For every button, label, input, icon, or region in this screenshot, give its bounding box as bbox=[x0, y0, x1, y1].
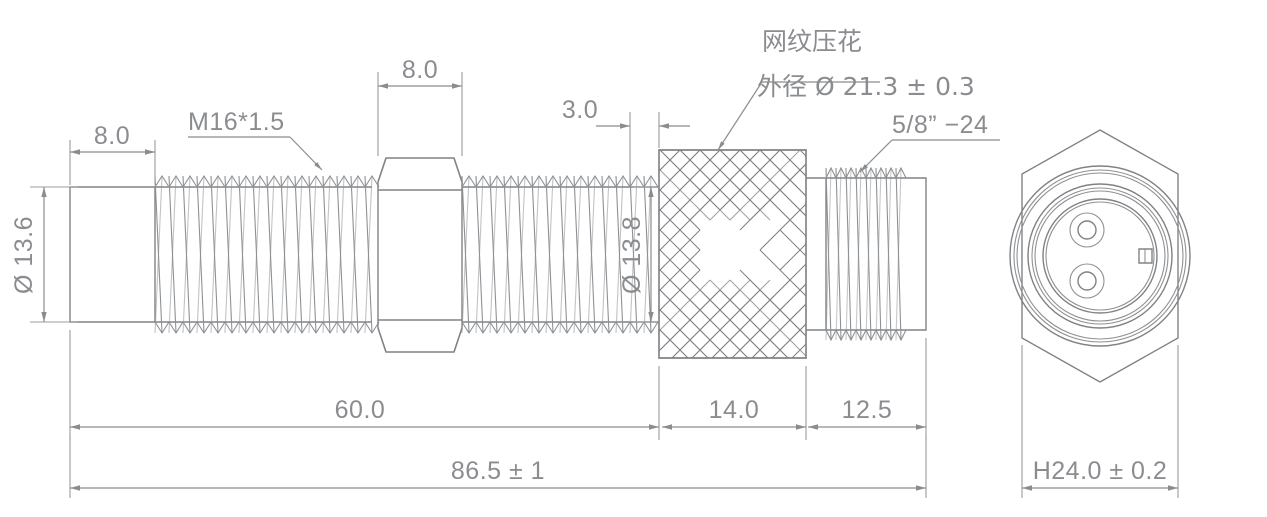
leader-knurl-note: 网纹压花 外径 Ø 21.3 ± 0.3 bbox=[717, 27, 975, 151]
dim-hex-across: H24.0 ± 0.2 bbox=[1021, 345, 1179, 498]
dim-tip-length-value: 8.0 bbox=[94, 122, 130, 150]
leader-thread-main: M16*1.5 bbox=[188, 108, 323, 171]
secondary-thread-section bbox=[461, 174, 659, 335]
shoulder-step bbox=[806, 177, 827, 331]
label-thread-main: M16*1.5 bbox=[188, 108, 285, 136]
dim-tip-diameter-value: Ø 13.6 bbox=[10, 216, 38, 294]
dim-hex-width-value: 8.0 bbox=[402, 56, 438, 84]
dim-end-thread-length: 12.5 bbox=[808, 338, 927, 440]
dim-mid-diameter-value: Ø 13.8 bbox=[618, 216, 646, 294]
dim-hex-across-value: H24.0 ± 0.2 bbox=[1033, 457, 1168, 485]
dim-hex-width: 8.0 bbox=[377, 56, 463, 156]
dim-gap-value: 3.0 bbox=[562, 96, 598, 124]
main-thread-section bbox=[154, 174, 380, 335]
dim-end-thread-length-value: 12.5 bbox=[842, 396, 893, 424]
dim-tip-diameter: Ø 13.6 bbox=[10, 186, 78, 323]
label-knurl-note-line2: 外径 Ø 21.3 ± 0.3 bbox=[757, 72, 975, 101]
end-face-view bbox=[1009, 129, 1191, 383]
dim-knurl-length: 14.0 bbox=[662, 366, 807, 440]
dim-mid-diameter: Ø 13.8 bbox=[618, 186, 657, 323]
end-thread-section bbox=[825, 166, 927, 342]
label-thread-right: 5/8” −24 bbox=[892, 111, 988, 139]
dim-knurl-length-value: 14.0 bbox=[709, 396, 760, 424]
leader-thread-right: 5/8” −24 bbox=[859, 111, 1000, 173]
dim-total-length-value: 86.5 ± 1 bbox=[451, 457, 545, 485]
label-knurl-note-line1: 网纹压花 bbox=[762, 27, 862, 56]
knurled-barrel bbox=[658, 149, 807, 359]
dim-gap: 3.0 bbox=[562, 96, 690, 186]
dim-thread-length: 60.0 bbox=[69, 330, 660, 440]
tip-cylinder bbox=[69, 186, 156, 323]
dim-thread-length-value: 60.0 bbox=[335, 396, 386, 424]
dim-total-length: 86.5 ± 1 bbox=[69, 435, 927, 498]
dim-tip-length: 8.0 bbox=[69, 122, 156, 185]
hex-nut bbox=[377, 157, 463, 353]
